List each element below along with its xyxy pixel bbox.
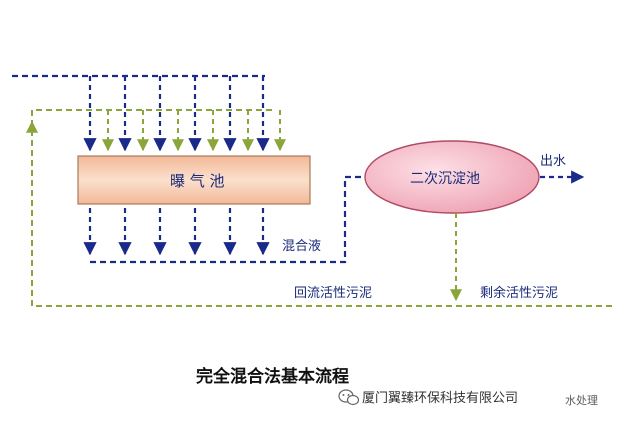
wechat-icon — [338, 389, 360, 406]
watermark-overlay-text: 水处理 — [565, 394, 598, 407]
influent-drops — [83, 76, 270, 152]
diagram-title: 完全混合法基本流程 — [196, 366, 349, 387]
mixed-liquor-drops — [83, 208, 270, 256]
return-sludge-drops — [102, 110, 286, 152]
secondary-clarifier — [364, 140, 540, 214]
excess-sludge-label: 剩余活性污泥 — [480, 285, 558, 301]
mixed-liquor-label: 混合液 — [282, 239, 321, 254]
return-sludge-loop — [26, 109, 612, 307]
clarifier-label: 二次沉淀池 — [410, 171, 480, 187]
effluent-label: 出水 — [540, 154, 566, 169]
return-sludge-label: 回流活性污泥 — [294, 286, 372, 301]
watermark: 厦门翼臻环保科技有限公司 水处理 — [338, 389, 598, 407]
watermark-text: 厦门翼臻环保科技有限公司 — [362, 391, 518, 406]
aeration-tank — [77, 155, 311, 205]
aeration-tank-label: 曝 气 池 — [170, 172, 225, 190]
